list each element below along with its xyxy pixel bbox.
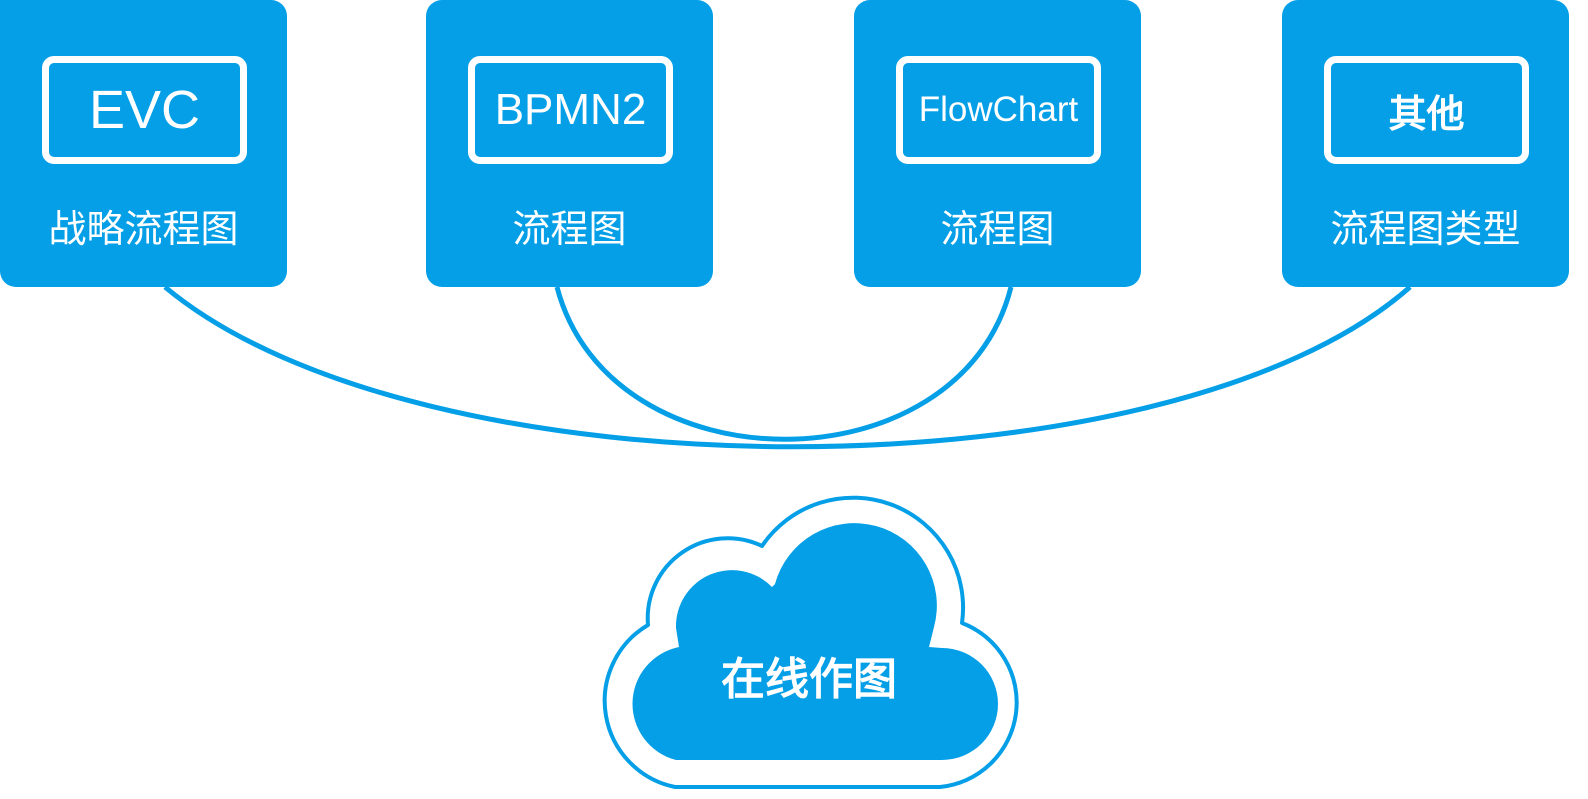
card-caption: 流程图 (512, 207, 627, 251)
connector-outer-arc (163, 285, 1412, 450)
card-other: 其他 流程图类型 (1282, 0, 1569, 287)
card-bpmn2: BPMN2 流程图 (426, 0, 713, 287)
card-caption: 战略流程图 (48, 207, 239, 251)
card-label-frame: EVC (42, 56, 247, 164)
card-label-frame: FlowChart (896, 56, 1101, 164)
card-evc: EVC 战略流程图 (0, 0, 287, 287)
card-flowchart: FlowChart 流程图 (854, 0, 1141, 287)
cloud-label: 在线作图 (721, 654, 897, 705)
connector-inner-arc (554, 286, 1014, 442)
card-label-frame: 其他 (1324, 56, 1529, 164)
card-label-frame: BPMN2 (468, 56, 673, 164)
cloud-body (632, 523, 998, 760)
card-caption: 流程图 (940, 207, 1055, 251)
card-label: 其他 (1388, 91, 1465, 136)
card-label: BPMN2 (494, 85, 647, 134)
card-caption: 流程图类型 (1330, 207, 1521, 251)
card-label: FlowChart (918, 90, 1079, 129)
card-label: EVC (88, 80, 201, 140)
